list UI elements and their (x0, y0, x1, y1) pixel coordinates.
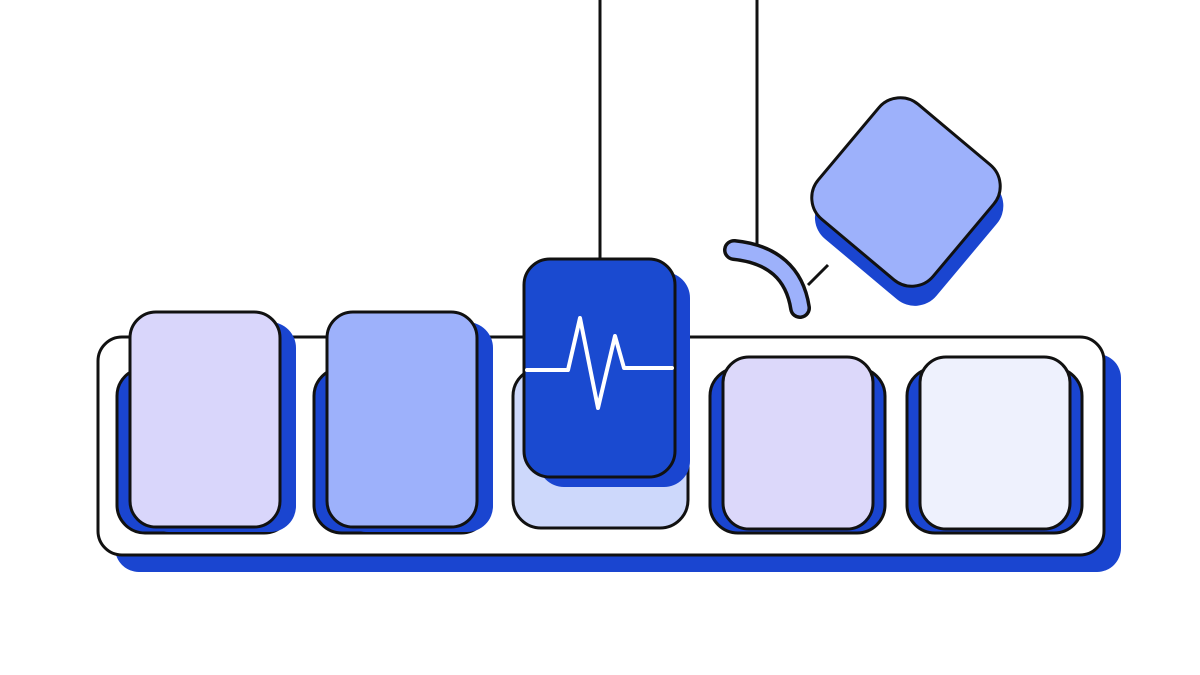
heartbeat-pulse-icon (525, 316, 674, 410)
key-2-cap[interactable] (325, 310, 479, 529)
key-4-cap[interactable] (721, 355, 875, 531)
hook-icon (726, 242, 808, 316)
key-3-cap[interactable] (522, 257, 677, 479)
floating-key[interactable] (792, 86, 1023, 317)
key-5-cap[interactable] (918, 355, 1072, 531)
key-2[interactable] (312, 310, 493, 535)
floating-key-cap[interactable] (800, 86, 1011, 297)
key-1-cap[interactable] (128, 310, 282, 529)
key-3[interactable] (511, 257, 690, 530)
key-5[interactable] (905, 355, 1084, 535)
hook-link (806, 263, 830, 287)
key-1[interactable] (115, 310, 296, 535)
key-4[interactable] (708, 355, 887, 535)
